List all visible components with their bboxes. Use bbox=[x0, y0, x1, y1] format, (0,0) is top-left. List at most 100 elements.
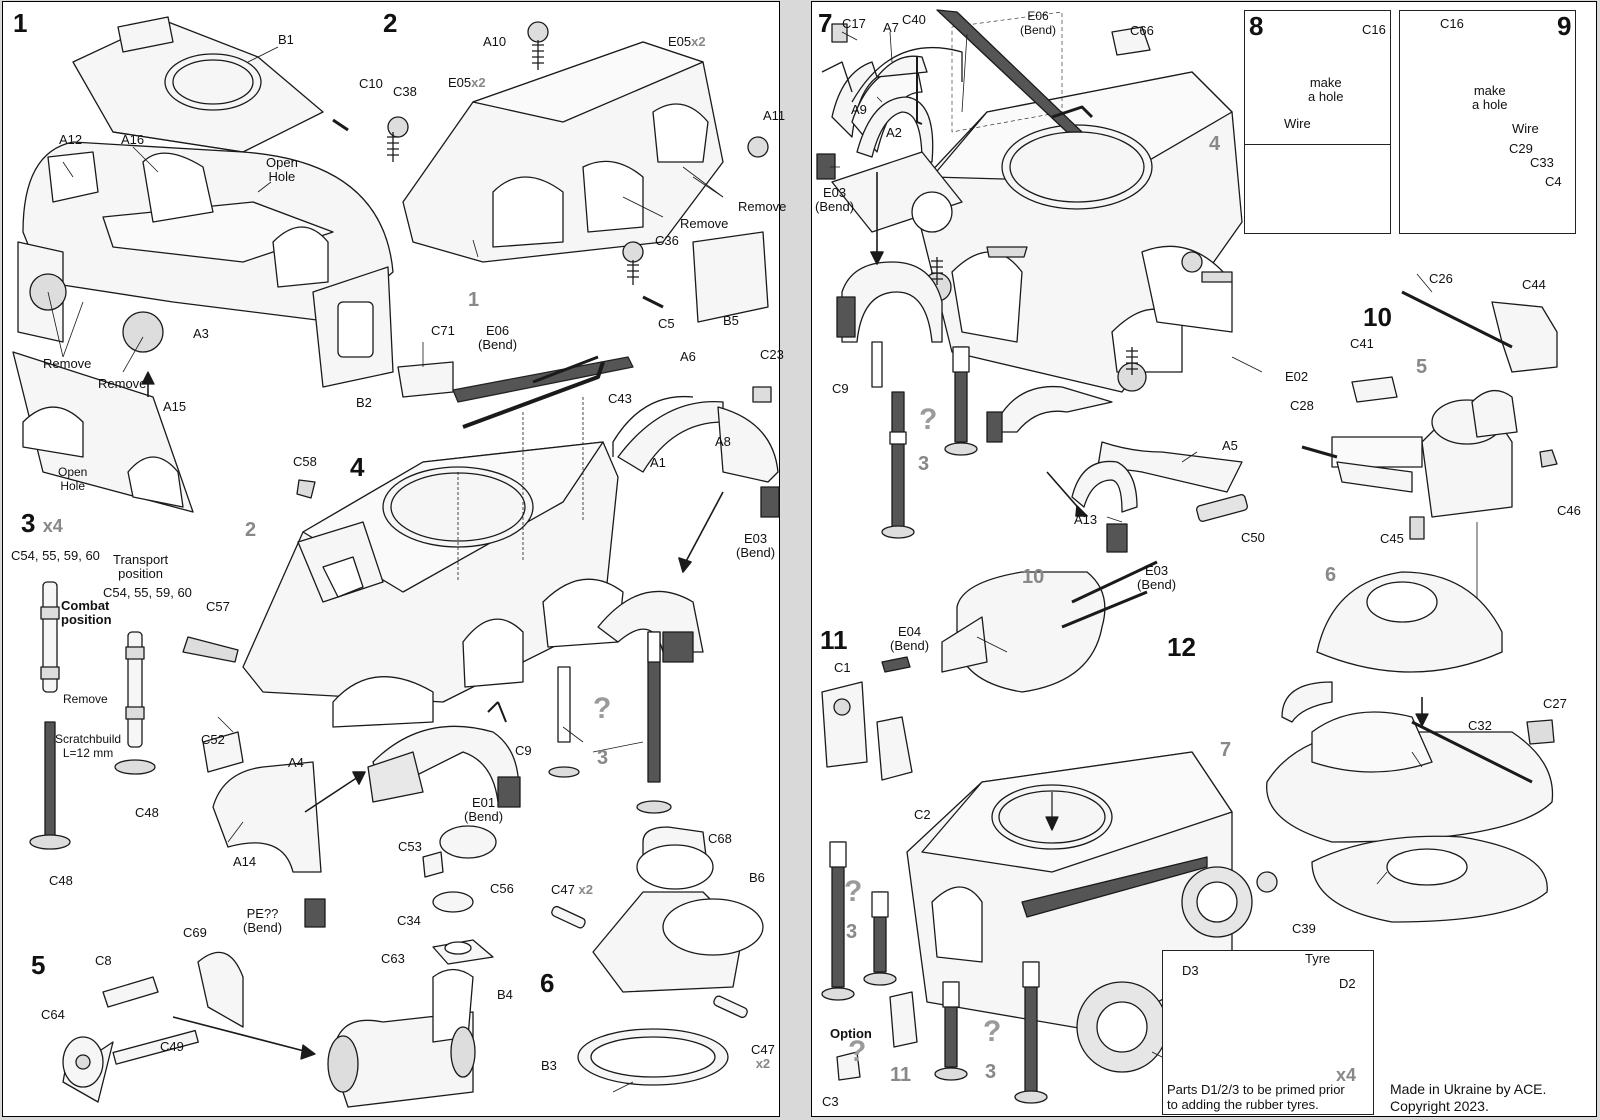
label-A6: A6 bbox=[680, 349, 696, 364]
label-tyre: Tyre bbox=[1305, 951, 1331, 966]
tyre-priming-note: Parts D1/2/3 to be primed prior to addin… bbox=[1167, 1082, 1345, 1112]
step6-turret bbox=[551, 826, 764, 1086]
label-C47-a-code: C47 bbox=[551, 882, 575, 897]
label-C26: C26 bbox=[1429, 271, 1453, 286]
label-C2: C2 bbox=[914, 807, 931, 822]
label-E04-bend: (Bend) bbox=[890, 638, 930, 653]
label-A13: A13 bbox=[1074, 512, 1098, 527]
label-E01: E01(Bend) bbox=[464, 796, 503, 824]
question-mark-2: ? bbox=[844, 875, 863, 908]
step-3-multiplier: x4 bbox=[42, 516, 63, 536]
label-B3: B3 bbox=[541, 1058, 557, 1073]
label-C40: C40 bbox=[902, 12, 926, 27]
label-C9-right: C9 bbox=[832, 381, 849, 396]
label-C8: C8 bbox=[95, 953, 112, 968]
label-E05-b-mult: x2 bbox=[471, 75, 486, 90]
label-E01-code: E01 bbox=[471, 795, 496, 810]
label-B5: B5 bbox=[723, 313, 739, 328]
reference-step-3: 3 bbox=[597, 747, 609, 769]
step-number-10: 10 bbox=[1363, 302, 1392, 332]
leader-lines-left bbox=[47, 46, 724, 1093]
step-number-3: 3 x4 bbox=[21, 510, 63, 539]
reference-step-2: 2 bbox=[245, 519, 257, 541]
step8-inset-bottom bbox=[1244, 144, 1391, 234]
label-C29: C29 bbox=[1509, 141, 1533, 156]
label-wire-step8: Wire bbox=[1284, 116, 1311, 131]
label-E03: E03(Bend) bbox=[736, 532, 775, 560]
label-A8: A8 bbox=[715, 434, 731, 449]
label-C16-step9: C16 bbox=[1440, 16, 1464, 31]
label-C28: C28 bbox=[1290, 398, 1314, 413]
label-C63: C63 bbox=[381, 951, 405, 966]
step12-vehicle bbox=[906, 560, 1253, 1073]
label-C49: C49 bbox=[160, 1039, 184, 1054]
label-C50: C50 bbox=[1241, 530, 1265, 545]
label-C9: C9 bbox=[515, 743, 532, 758]
label-A2: A2 bbox=[886, 125, 902, 140]
made-in-ukraine: Made in Ukraine by ACE. bbox=[1390, 1081, 1547, 1097]
label-C53: C53 bbox=[398, 839, 422, 854]
step4-fender-A4 bbox=[202, 731, 326, 928]
label-E03-right: E03(Bend) bbox=[815, 186, 854, 214]
label-E03-right-bend: (Bend) bbox=[815, 199, 855, 214]
label-x4: x4 bbox=[1336, 1065, 1357, 1085]
label-C46: C46 bbox=[1557, 503, 1581, 518]
label-B4: B4 bbox=[497, 987, 513, 1002]
right-line-art bbox=[816, 9, 1558, 1104]
step-number-4: 4 bbox=[350, 452, 365, 482]
reference-step-1: 1 bbox=[468, 289, 480, 311]
label-PE-bend: (Bend) bbox=[243, 920, 283, 935]
label-remove-5: Remove bbox=[63, 692, 108, 706]
step1-lower-hull bbox=[17, 141, 394, 388]
step-number-5: 5 bbox=[31, 950, 46, 980]
step9-inset bbox=[1399, 10, 1576, 234]
label-C36: C36 bbox=[655, 233, 679, 248]
label-B1: B1 bbox=[278, 32, 294, 47]
question-mark-3: ? bbox=[983, 1015, 1002, 1048]
label-E06-code: E06 bbox=[485, 323, 510, 338]
label-A14: A14 bbox=[233, 854, 257, 869]
label-make-hole-step9: make a hole bbox=[1472, 83, 1508, 112]
label-scratchbuild: Scratchbuild L=12 mm bbox=[55, 732, 122, 760]
label-A12: A12 bbox=[59, 132, 83, 147]
label-wire-step9: Wire bbox=[1512, 121, 1539, 136]
tyre-parts-inset bbox=[1162, 950, 1374, 1115]
label-C68: C68 bbox=[708, 831, 732, 846]
label-transport-position: Transport position bbox=[113, 552, 169, 581]
question-mark-1: ? bbox=[919, 403, 938, 436]
assembly-arrows-left bbox=[304, 491, 724, 813]
step-number-9: 9 bbox=[1557, 11, 1572, 41]
step11-panels bbox=[821, 656, 913, 781]
label-C39: C39 bbox=[1292, 921, 1316, 936]
label-E06-right-bend: (Bend) bbox=[1020, 23, 1057, 37]
copyright: Copyright 2023. bbox=[1390, 1098, 1489, 1114]
label-E06: E06(Bend) bbox=[478, 324, 517, 352]
step-number-11: 11 bbox=[820, 625, 848, 655]
label-C16-step8: C16 bbox=[1362, 22, 1386, 37]
step-number-6: 6 bbox=[540, 968, 555, 998]
step-number-2: 2 bbox=[383, 8, 398, 38]
label-C44: C44 bbox=[1522, 277, 1546, 292]
label-E03-bend: (Bend) bbox=[736, 545, 776, 560]
label-E04: E04(Bend) bbox=[890, 625, 929, 653]
reference-step-3a: 3 bbox=[918, 453, 930, 475]
label-PE-code: PE?? bbox=[246, 906, 279, 921]
label-B6: B6 bbox=[749, 870, 765, 885]
label-C38: C38 bbox=[393, 84, 417, 99]
label-E03-code: E03 bbox=[743, 531, 768, 546]
step1-upper-hull bbox=[72, 16, 324, 153]
label-C5: C5 bbox=[658, 316, 675, 331]
label-C54-combat: C54, 55, 59, 60 bbox=[11, 548, 100, 563]
label-open-hole-2: Open Hole bbox=[58, 465, 88, 493]
label-E05-b: E05x2 bbox=[448, 76, 486, 90]
label-remove-2: Remove bbox=[98, 376, 147, 391]
label-A16: A16 bbox=[121, 132, 145, 147]
label-C27: C27 bbox=[1543, 696, 1567, 711]
reference-step-3b: 3 bbox=[846, 921, 858, 943]
label-C43: C43 bbox=[608, 391, 632, 406]
label-A4: A4 bbox=[288, 755, 304, 770]
label-C41: C41 bbox=[1350, 336, 1374, 351]
label-C10: C10 bbox=[359, 76, 383, 91]
reference-step-10: 10 bbox=[1022, 566, 1045, 588]
step-number-12: 12 bbox=[1167, 632, 1196, 662]
